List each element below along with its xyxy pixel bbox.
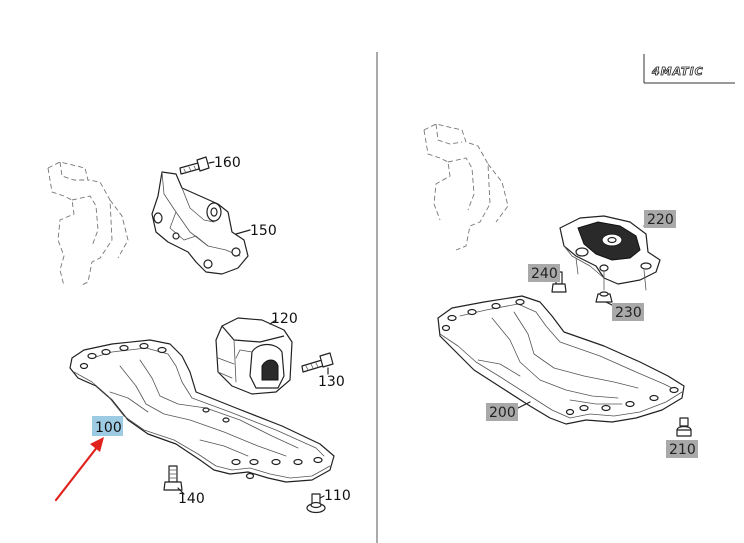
- callout-160: 160: [214, 155, 241, 171]
- bolt-130: [301, 352, 334, 373]
- tag-240: [528, 264, 560, 282]
- tag-210: [666, 440, 698, 458]
- transmission-ghost-outline-left: [47, 161, 129, 287]
- crossmember-100: [69, 339, 335, 483]
- callout-220: 220: [647, 212, 674, 228]
- leader-140: [177, 487, 185, 495]
- pointer-arrow: [54, 437, 104, 502]
- bolt-160: [179, 156, 210, 175]
- callout-210: 210: [669, 442, 696, 458]
- leader-120: [269, 319, 277, 325]
- callout-130: 130: [318, 374, 345, 390]
- transmission-mount-220: [559, 215, 661, 291]
- callout-100-highlight: [92, 416, 123, 436]
- callout-110: 110: [324, 488, 351, 504]
- nut-110: [306, 493, 326, 514]
- callout-150: 150: [250, 223, 277, 239]
- leader-110: [319, 495, 325, 499]
- bolt-140: [163, 465, 183, 491]
- tag-230: [612, 303, 644, 321]
- crossmember-200: [437, 295, 685, 425]
- bolt-210: [676, 417, 692, 437]
- 4matic-badge-text: 4MATIC: [651, 65, 704, 78]
- 4matic-badge: 4MATIC: [643, 54, 735, 84]
- tag-200: [486, 403, 518, 421]
- callout-140: 140: [178, 491, 205, 507]
- callout-240: 240: [531, 266, 558, 282]
- tag-220: [644, 210, 676, 228]
- callout-230: 230: [615, 305, 642, 321]
- leader-160: [208, 161, 215, 164]
- callout-100: 100: [95, 420, 122, 436]
- callout-120: 120: [271, 311, 298, 327]
- leader-150: [235, 229, 251, 235]
- transmission-ghost-outline-right: [423, 123, 509, 251]
- leader-200: [517, 401, 531, 409]
- nut-230: [595, 291, 613, 303]
- transmission-mount-120: [215, 317, 293, 395]
- callout-200: 200: [489, 405, 516, 421]
- bracket-150: [151, 171, 249, 275]
